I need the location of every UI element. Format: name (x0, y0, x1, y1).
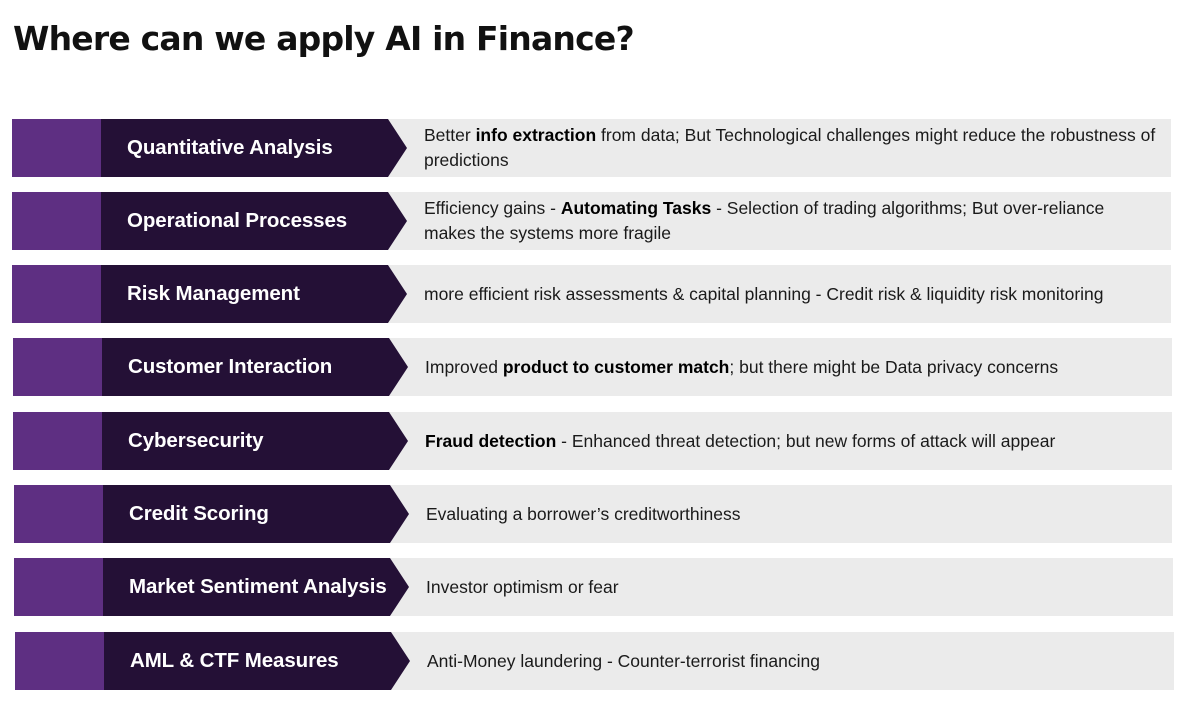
category-arrow-banner (13, 338, 408, 396)
category-description: Anti-Money laundering - Counter-terroris… (427, 632, 1162, 690)
row-4: Customer Interaction Improved product to … (13, 338, 1172, 396)
arrow-head-chevron (101, 192, 407, 250)
description-segment: Investor optimism or fear (426, 576, 619, 597)
row-3: Risk Management more efficient risk asses… (12, 265, 1171, 323)
description-text: Fraud detection - Enhanced threat detect… (425, 429, 1055, 454)
description-text: Better info extraction from data; But Te… (424, 123, 1159, 173)
description-text: Investor optimism or fear (426, 575, 619, 600)
description-background (352, 119, 1171, 177)
description-background (355, 632, 1174, 690)
description-emphasis: product to customer match (502, 356, 730, 377)
category-description: Investor optimism or fear (426, 558, 1161, 616)
description-segment: from data; But Technological challenges … (424, 125, 1156, 170)
category-label: Credit Scoring (129, 502, 269, 525)
description-segment: more efficient risk assessments & capita… (424, 283, 1104, 304)
description-segment: Improved (425, 356, 503, 377)
arrow-tail-block (14, 558, 106, 616)
description-text: more efficient risk assessments & capita… (424, 282, 1104, 307)
category-label: AML & CTF Measures (130, 649, 339, 672)
row-7: Market Sentiment Analysis Investor optimi… (14, 558, 1173, 616)
category-label: Market Sentiment Analysis (129, 575, 387, 598)
description-emphasis: Automating Tasks (560, 198, 712, 218)
arrow-tail-block (12, 192, 104, 250)
arrow-tail-block (15, 632, 107, 690)
category-description: Evaluating a borrower’s creditworthiness (426, 485, 1160, 543)
description-text: Evaluating a borrower’s creditworthiness (426, 502, 741, 527)
description-segment: ; but there might be Data privacy concer… (729, 356, 1059, 377)
row-2: Operational Processes Efficiency gains - … (12, 192, 1171, 250)
arrow-head-chevron (102, 338, 408, 396)
category-arrow-banner (12, 119, 407, 177)
category-description: Better info extraction from data; But Te… (424, 119, 1159, 177)
arrow-tail-block (12, 119, 104, 177)
arrow-head-chevron (102, 412, 408, 470)
description-background (354, 485, 1172, 543)
arrow-tail-block (13, 412, 105, 470)
category-description: Fraud detection - Enhanced threat detect… (425, 412, 1160, 470)
category-label: Operational Processes (127, 209, 348, 232)
description-emphasis: Fraud detection (425, 430, 557, 451)
arrow-head-chevron (104, 632, 410, 690)
arrow-head-chevron (101, 265, 407, 323)
row-6: Credit Scoring Evaluating a borrower’s cr… (14, 485, 1172, 543)
row-5: Cybersecurity Fraud detection - Enhanced … (13, 412, 1172, 470)
category-label: Customer Interaction (128, 355, 333, 378)
row-8: AML & CTF Measures Anti-Money laundering … (15, 632, 1174, 690)
arrow-tail-block (14, 485, 106, 543)
category-arrow-banner (12, 265, 407, 323)
description-segment: - Enhanced threat detection; but new for… (556, 430, 1056, 451)
description-text: Improved product to customer match; but … (425, 355, 1058, 380)
page-title: Where can we apply AI in Finance? (13, 19, 635, 58)
arrow-tail-block (12, 265, 104, 323)
description-background (353, 338, 1172, 396)
category-label: Risk Management (127, 282, 300, 305)
description-background (352, 192, 1171, 250)
description-segment: Better (424, 125, 476, 145)
description-text: Anti-Money laundering - Counter-terroris… (427, 649, 820, 674)
description-segment: Evaluating a borrower’s creditworthiness (426, 503, 741, 524)
category-label: Cybersecurity (128, 429, 264, 452)
description-segment: - Selection of trading algorithms; But o… (424, 198, 1105, 243)
category-arrow-banner (14, 558, 409, 616)
category-description: more efficient risk assessments & capita… (424, 265, 1159, 323)
category-description: Efficiency gains - Automating Tasks - Se… (424, 192, 1159, 250)
description-segment: Anti-Money laundering - Counter-terroris… (427, 650, 820, 671)
arrow-tail-block (13, 338, 105, 396)
arrow-head-chevron (101, 119, 407, 177)
category-arrow-banner (15, 632, 410, 690)
description-text: Efficiency gains - Automating Tasks - Se… (424, 196, 1159, 246)
category-arrow-banner (13, 412, 408, 470)
arrow-head-chevron (103, 558, 409, 616)
description-background (352, 265, 1171, 323)
description-background (353, 412, 1172, 470)
row-1: Quantitative Analysis Better info extract… (12, 119, 1171, 177)
description-background (354, 558, 1173, 616)
category-label: Quantitative Analysis (127, 136, 333, 159)
description-emphasis: info extraction (475, 125, 597, 145)
category-description: Improved product to customer match; but … (425, 338, 1160, 396)
description-segment: Efficiency gains - (424, 198, 561, 218)
arrow-head-chevron (103, 485, 409, 543)
category-arrow-banner (14, 485, 409, 543)
category-arrow-banner (12, 192, 407, 250)
